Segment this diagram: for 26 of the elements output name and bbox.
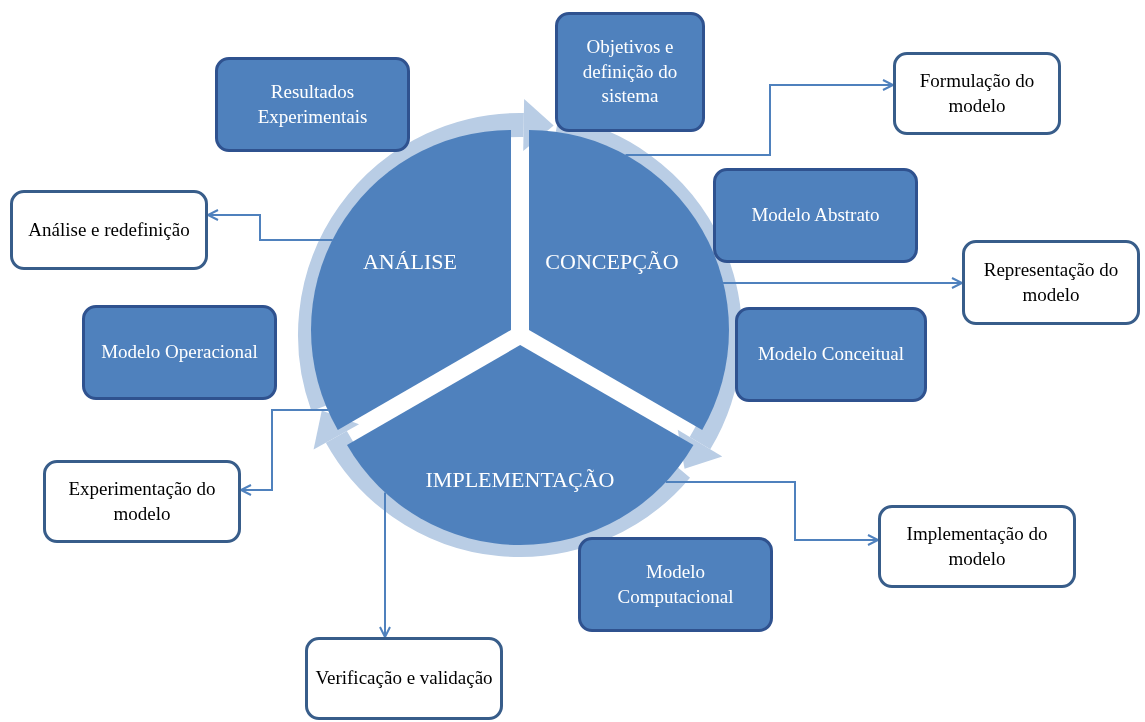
model-box: Modelo Computacional [578,537,773,632]
step-box: Análise e redefinição [10,190,208,270]
arrow [664,481,879,546]
step-box: Representação do modelo [962,240,1140,325]
sector-label: CONCEPÇÃO [545,249,679,275]
step-box: Formulação do modelo [893,52,1061,135]
pie-sector [528,130,729,430]
sector-label: ANÁLISE [362,249,458,275]
step-box: Verificação e validação [305,637,503,720]
step-box: Implementação do modelo [878,505,1076,588]
model-box: Objetivos e definição do sistema [555,12,705,132]
cycle-arrow [298,99,554,411]
pie-sector [346,345,694,545]
model-box: Modelo Abstrato [713,168,918,263]
sector-label: IMPLEMENTAÇÃO [425,467,615,493]
arrow [240,409,330,496]
arrow [624,79,894,156]
cycle-arrow [314,411,690,557]
model-box: Modelo Conceitual [735,307,927,402]
model-box: Resultados Experimentais [215,57,410,152]
arrow [207,209,334,241]
step-box: Experimentação do modelo [43,460,241,543]
arrow [722,277,963,289]
pie-sector [311,130,512,430]
model-box: Modelo Operacional [82,305,277,400]
arrow [379,491,391,638]
